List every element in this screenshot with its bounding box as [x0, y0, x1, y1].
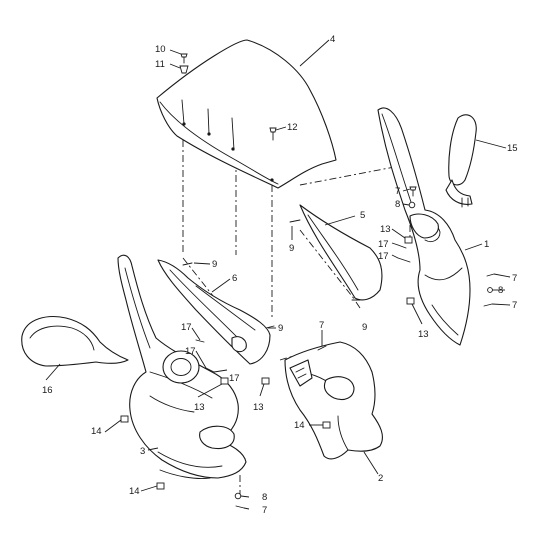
callout-9-lower: 9 [362, 322, 367, 333]
callout-13-right: 13 [418, 329, 429, 340]
part-windscreen [156, 39, 337, 189]
part-right-lower-fairing [284, 341, 383, 460]
grommet-11 [179, 65, 189, 74]
callout-14-left: 14 [91, 426, 102, 437]
callout-7-top-right: 7 [395, 186, 400, 197]
callout-12: 12 [287, 122, 298, 133]
callout-7-bottom: 7 [262, 505, 267, 516]
callout-1: 1 [484, 239, 489, 250]
callout-8-bottom: 8 [262, 492, 267, 503]
callout-2: 2 [378, 473, 383, 484]
part-right-mirror [445, 114, 477, 208]
callout-8-top-right: 8 [395, 199, 400, 210]
callout-4: 4 [330, 34, 335, 45]
hardware [120, 53, 495, 509]
callout-5: 5 [360, 210, 365, 221]
callout-16: 16 [42, 385, 53, 396]
callout-17-top-right-b: 17 [378, 251, 389, 262]
callout-7-part2: 7 [319, 320, 324, 331]
callout-9-left: 9 [212, 259, 217, 270]
callout-17-center-b: 17 [185, 346, 196, 357]
callout-17-center-a: 17 [181, 322, 192, 333]
callout-11: 11 [155, 59, 165, 70]
callout-10: 10 [155, 44, 166, 55]
callout-3: 3 [140, 446, 145, 457]
callout-13-center: 13 [253, 402, 264, 413]
callout-9-center: 9 [278, 323, 283, 334]
callout-8-right-cluster: 8 [498, 285, 503, 296]
callout-13-left: 13 [194, 402, 205, 413]
callout-13-top-right: 13 [380, 224, 391, 235]
part-right-side-panel [377, 107, 471, 346]
callout-labels: 10 11 4 12 15 7 8 5 13 17 17 1 9 9 6 7 8… [42, 34, 518, 516]
callout-14-right: 14 [294, 420, 305, 431]
callout-7-right-cluster: 7 [512, 273, 517, 284]
part-inner-trim [299, 204, 383, 301]
leader-lines [45, 39, 511, 510]
callout-14-bottom: 14 [129, 486, 140, 497]
part-left-lower-fairing [117, 254, 247, 479]
callout-17-top-right-a: 17 [378, 239, 389, 250]
part-left-mirror [21, 316, 129, 367]
callout-9-upper: 9 [289, 243, 294, 254]
screw-10 [180, 53, 188, 58]
part-left-duct-panel [157, 259, 271, 365]
callout-15: 15 [507, 143, 518, 154]
callout-17-center-c: 17 [229, 373, 240, 384]
callout-6: 6 [232, 273, 237, 284]
callout-7-right-cluster-b: 7 [512, 300, 517, 311]
